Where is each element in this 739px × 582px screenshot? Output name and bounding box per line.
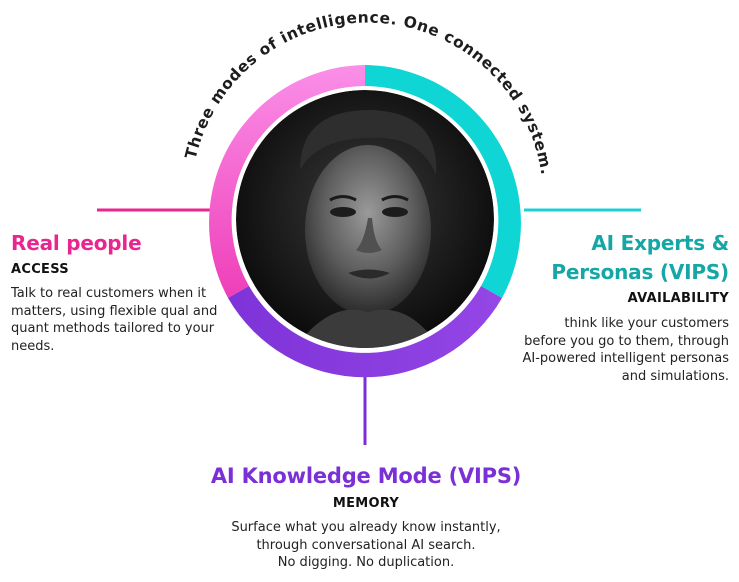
mode-description-ai-knowledge-line1: Surface what you already know instantly, (231, 520, 501, 535)
mode-real-people: Real people ACCESS Talk to real customer… (11, 229, 221, 355)
ring-segment-real-people (209, 65, 365, 298)
mode-title-ai-experts-line1: AI Experts & (591, 231, 729, 255)
mode-ai-experts: AI Experts & Personas (VIPS) AVAILABILIT… (520, 229, 730, 385)
mode-title-ai-knowledge: AI Knowledge Mode (VIPS) (210, 464, 522, 488)
portrait-photo (236, 90, 494, 348)
ring-segment-ai-knowledge (228, 286, 502, 378)
mode-description-ai-knowledge: Surface what you already know instantly,… (160, 519, 572, 572)
mode-subtitle-availability: AVAILABILITY (627, 291, 729, 306)
mode-subtitle-access: ACCESS (11, 262, 69, 277)
mode-title-real-people: Real people (11, 231, 142, 255)
mode-title-ai-experts: AI Experts & Personas (VIPS) (520, 229, 729, 287)
mode-ai-knowledge: AI Knowledge Mode (VIPS) MEMORY Surface … (160, 462, 572, 572)
mode-title-ai-experts-line2: Personas (VIPS) (551, 260, 729, 284)
ring-segment-ai-experts (365, 65, 521, 298)
mode-description-real-people: Talk to real customers when it matters, … (11, 286, 218, 354)
mode-description-ai-knowledge-line3: No digging. No duplication. (277, 555, 455, 570)
mode-subtitle-memory: MEMORY (332, 496, 400, 511)
mode-description-ai-knowledge-line2: through conversational AI search. (256, 537, 476, 553)
mode-description-ai-experts: think like your customers before you go … (522, 316, 730, 384)
